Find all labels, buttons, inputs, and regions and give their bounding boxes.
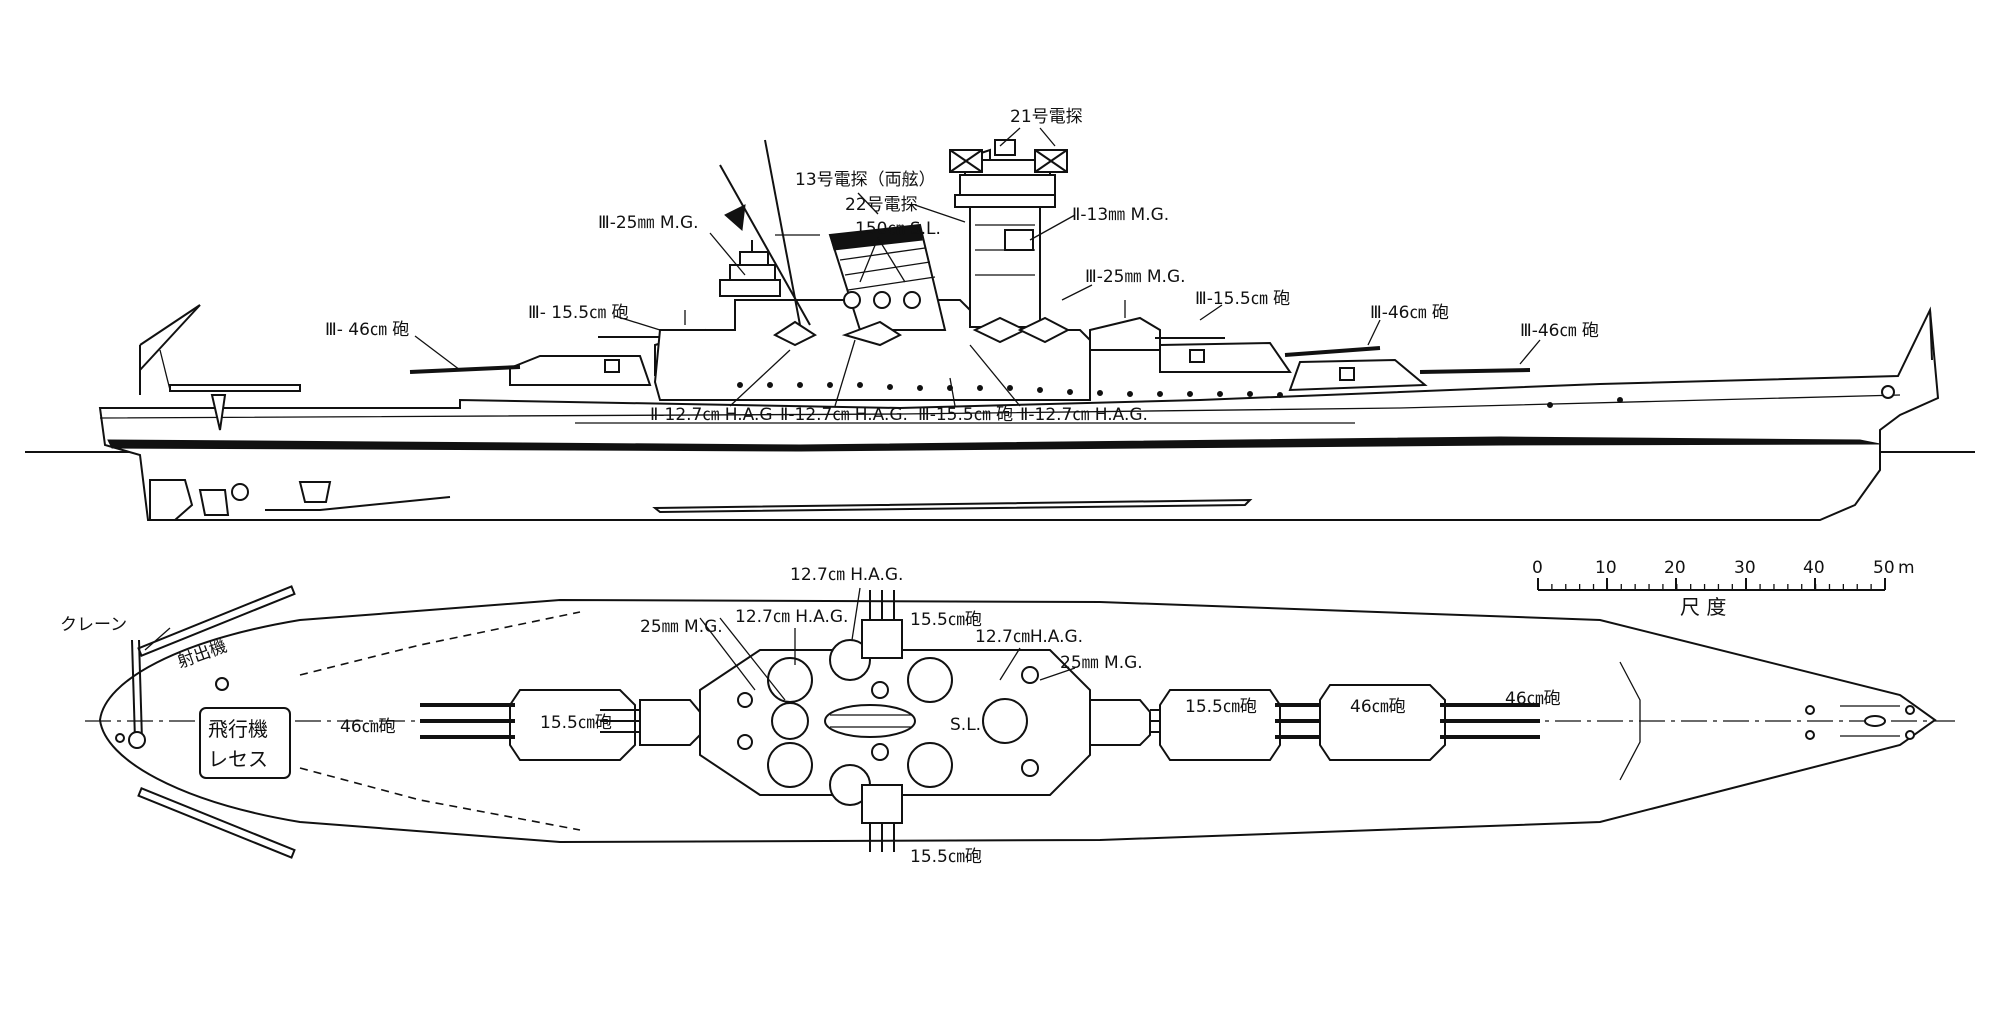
label-crane: クレーン <box>60 615 127 635</box>
scale-tick-0: 0 <box>1532 558 1543 578</box>
side-aa-aft <box>719 240 818 347</box>
scale-bar: 0 10 20 30 40 50 m 尺 度 <box>1532 558 1915 619</box>
stern-crane <box>139 304 301 431</box>
scale-tick-40: 40 <box>1803 558 1825 578</box>
anchor-hawse <box>1881 385 1895 399</box>
side-turret-fwd-46-b <box>1159 341 1381 373</box>
label-gun-155-mid: Ⅲ-15.5㎝ 砲 <box>918 405 1013 425</box>
label-gun-155-left: Ⅲ- 15.5㎝ 砲 <box>528 303 629 323</box>
label-mg-25-top: Ⅲ-25㎜ M.G. <box>598 213 699 233</box>
plan-turret-46-aft <box>420 689 636 761</box>
scale-tick-30: 30 <box>1734 558 1756 578</box>
aircraft-recess-box <box>199 707 291 779</box>
deck-break-line <box>1619 661 1641 781</box>
label-mg-25-a: 25㎜ M.G. <box>640 617 723 637</box>
label-mg-25-right: Ⅲ-25㎜ M.G. <box>1085 267 1186 287</box>
label-hag-a: 12.7㎝ H.A.G. <box>735 607 848 627</box>
plan-turret-46-fwd-a <box>1319 684 1540 761</box>
boot-top-stripe <box>107 436 1881 452</box>
plan-view: 飛行機 レセス <box>85 585 1955 859</box>
side-turret-fwd-46-a <box>1288 358 1531 392</box>
label-sl-150: 150㎝ S.L. <box>855 219 941 239</box>
bilge-keel <box>652 498 1253 514</box>
scale-caption: 尺 度 <box>1680 595 1726 619</box>
label-gun-46-right-1: Ⅲ-46㎝ 砲 <box>1370 303 1449 323</box>
side-turret-fwd-155 <box>1089 300 1225 351</box>
label-mg-25-b: 25㎜ M.G. <box>1060 653 1143 673</box>
label-gun-46-right-2: Ⅲ-46㎝ 砲 <box>1520 321 1599 341</box>
bow-fittings <box>1805 705 1915 740</box>
label-gun-155-right: Ⅲ-15.5㎝ 砲 <box>1195 289 1290 309</box>
jackstaff <box>1929 309 1933 361</box>
label-radar-22: 22号電探 <box>845 195 918 215</box>
label-mg-13: Ⅱ-13㎜ M.G. <box>1072 205 1169 225</box>
label-hag-b: 12.7㎝H.A.G. <box>975 627 1083 647</box>
side-elevation <box>25 139 1975 521</box>
label-gun-155-b: 15.5㎝砲 <box>910 610 982 630</box>
label-hag-1: Ⅱ-12.7㎝ H.A.G <box>650 405 773 425</box>
scale-tick-20: 20 <box>1664 558 1686 578</box>
scale-unit: m <box>1898 558 1915 578</box>
label-gun-155-d: 15.5㎝砲 <box>910 847 982 867</box>
label-hag-3: Ⅱ-12.7㎝ H.A.G. <box>1020 405 1148 425</box>
deck-line <box>99 394 1901 419</box>
plan-crane <box>115 639 146 749</box>
side-label-group: 21号電探 13号電探（両舷） 22号電探 Ⅱ-13㎜ M.G. Ⅲ-25㎜ M… <box>325 107 1599 425</box>
plan-turret-155-wing <box>861 590 903 852</box>
label-hag-top: 12.7㎝ H.A.G. <box>790 565 903 585</box>
scale-tick-50: 50 <box>1873 558 1895 578</box>
side-leaders <box>414 127 1541 407</box>
scale-tick-10: 10 <box>1595 558 1617 578</box>
label-hag-2: Ⅱ-12.7㎝ H.A.G. <box>780 405 908 425</box>
label-radar-13: 13号電探（両舷） <box>795 170 936 190</box>
label-gun-46-b: 46㎝砲 <box>1350 697 1406 717</box>
plan-leaders <box>144 587 1076 701</box>
tower-mast <box>949 139 1071 344</box>
label-gun-155-c: 15.5㎝砲 <box>1185 697 1257 717</box>
label-gun-46-a: 46㎝砲 <box>340 717 396 737</box>
label-sl: S.L. <box>950 715 981 735</box>
label-gun-46-left: Ⅲ- 46㎝ 砲 <box>325 320 409 340</box>
stern-gear <box>149 479 451 521</box>
plan-turret-155-aft <box>600 699 701 746</box>
casemate-ports <box>737 382 1623 408</box>
label-gun-155-a: 15.5㎝砲 <box>540 713 612 733</box>
label-radar-21: 21号電探 <box>1010 107 1083 127</box>
side-turret-aft-46 <box>409 355 652 386</box>
hull-outline <box>98 306 1940 521</box>
label-aircraft-recess-1: 飛行機 <box>208 717 268 741</box>
label-aircraft-recess-2: レセス <box>208 747 268 771</box>
plan-hag-mounts <box>737 639 1039 806</box>
label-gun-46-c: 46㎝砲 <box>1505 689 1561 709</box>
mainmast <box>719 139 820 326</box>
funnel <box>828 223 947 347</box>
